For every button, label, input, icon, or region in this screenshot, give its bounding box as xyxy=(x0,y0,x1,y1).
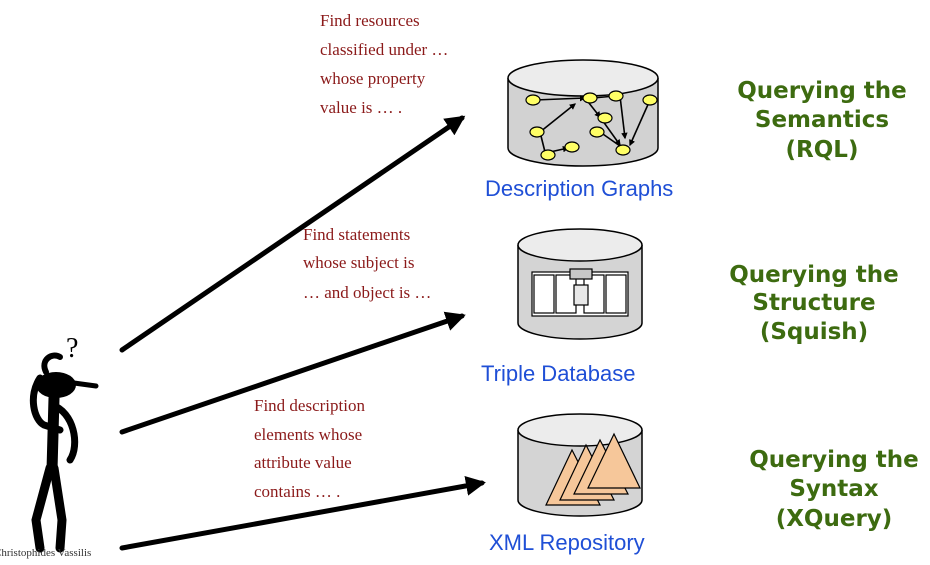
xquery-query-text: Find description elements whose attribut… xyxy=(254,396,365,501)
rql-query-text: Find resources classified under … whose … xyxy=(320,11,448,117)
squish-query-line-1: Find statements xyxy=(303,225,410,244)
squish-query-line-3: … and object is … xyxy=(303,283,431,302)
triple-database-store-icon xyxy=(517,228,643,340)
description-graphs-store-icon xyxy=(507,59,659,167)
xquery-query-line-4: contains … . xyxy=(254,482,340,501)
arrow-to-xml-repository xyxy=(119,476,486,551)
arrow-to-description-graphs xyxy=(119,115,466,353)
xml-repository-store-icon xyxy=(517,413,643,517)
structure-label-line-2: Structure xyxy=(752,290,875,316)
author-credit: Christophides Vassilis xyxy=(0,547,91,559)
database-building-icon xyxy=(531,268,629,317)
syntax-label-line-1: Querying the xyxy=(749,447,919,473)
thinking-person-icon: ? xyxy=(29,333,99,553)
semantics-level-label: Querying the Semantics (RQL) xyxy=(737,78,907,163)
xquery-query-line-2: elements whose xyxy=(254,425,362,444)
syntax-level-label: Querying the Syntax (XQuery) xyxy=(749,447,919,532)
structure-label-line-1: Querying the xyxy=(729,262,899,288)
squish-query-text: Find statements whose subject is … and o… xyxy=(303,225,431,302)
xml-repository-caption: XML Repository xyxy=(489,530,645,555)
semantics-label-line-1: Querying the xyxy=(737,78,907,104)
xquery-query-line-1: Find description xyxy=(254,396,365,415)
xml-tree-documents-icon xyxy=(545,432,641,506)
structure-level-label: Querying the Structure (Squish) xyxy=(729,262,899,345)
query-arrows xyxy=(119,115,486,551)
triple-database-caption: Triple Database xyxy=(481,361,635,386)
syntax-label-line-3: (XQuery) xyxy=(776,506,893,532)
structure-label-line-3: (Squish) xyxy=(760,319,868,345)
semantics-label-line-3: (RQL) xyxy=(786,137,859,163)
rql-query-line-2: classified under … xyxy=(320,40,448,59)
squish-query-line-2: whose subject is xyxy=(303,253,414,272)
graph-nodes xyxy=(525,90,658,161)
rql-query-line-4: value is … . xyxy=(320,98,402,117)
rql-query-line-3: whose property xyxy=(320,69,426,88)
question-mark-icon: ? xyxy=(66,333,78,364)
description-graphs-caption: Description Graphs xyxy=(485,176,673,201)
syntax-label-line-2: Syntax xyxy=(789,476,878,502)
semantics-label-line-2: Semantics xyxy=(755,107,889,133)
arrow-to-triple-database xyxy=(119,311,466,435)
xquery-query-line-3: attribute value xyxy=(254,453,352,472)
rql-query-line-1: Find resources xyxy=(320,11,420,30)
